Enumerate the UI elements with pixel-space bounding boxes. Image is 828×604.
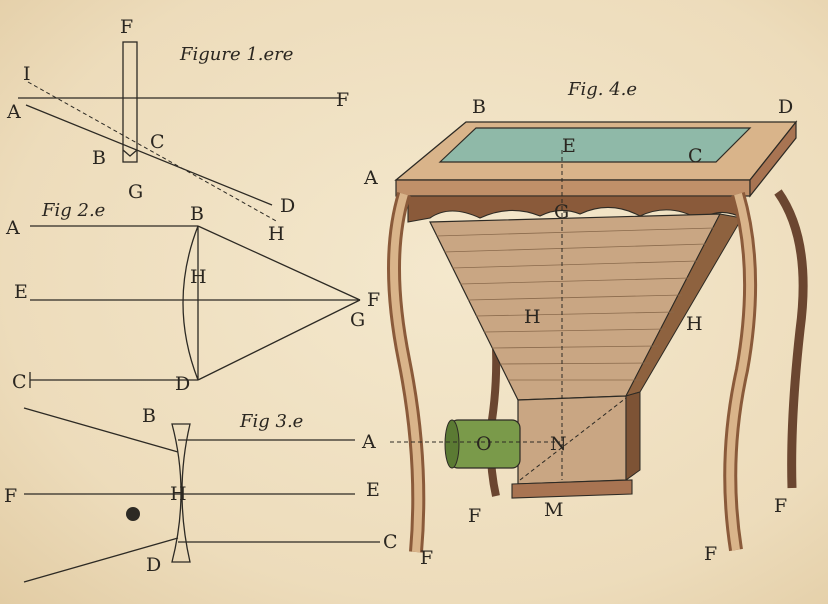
fig1-label-i: I	[23, 63, 31, 85]
fig2-label-c: C	[12, 371, 27, 393]
table-leg-back-right	[774, 189, 808, 489]
fig2-label-h: H	[190, 266, 207, 288]
fig1-ray-ad	[25, 104, 273, 206]
fig2-label-a: A	[5, 217, 20, 239]
fig1-plate	[122, 41, 138, 163]
fig2-ray-df	[197, 299, 361, 381]
fig4-label-m: M	[544, 499, 563, 521]
figure-3: Fig 3.e B A F H E D C	[4, 405, 398, 583]
glass-screen	[438, 127, 752, 163]
fig3-label-h: H	[170, 483, 187, 505]
fig4-label-e: E	[562, 135, 576, 157]
fig3-label-f: F	[4, 485, 17, 507]
fig4-label-b: B	[472, 96, 486, 118]
fig1-label-h: H	[268, 223, 285, 245]
ink-blot	[126, 507, 140, 521]
fig4-label-h-center: H	[524, 306, 541, 328]
fig2-lens	[182, 225, 199, 381]
table-top-side-edge	[749, 120, 797, 198]
fig4-label-g: G	[554, 201, 569, 223]
fig4-label-f-right-outer: F	[774, 495, 787, 517]
fig2-label-f: F	[367, 289, 380, 311]
fig1-ray-ih	[27, 81, 279, 223]
fig1-label-c: C	[150, 131, 165, 153]
fig3-caption: Fig 3.e	[239, 411, 303, 432]
figure-1: Figure 1.ere F I A F B C G H D	[6, 16, 349, 245]
fig2-label-b: B	[190, 203, 204, 225]
fig2-label-g: G	[350, 309, 365, 331]
fig3-label-c: C	[383, 531, 398, 553]
fig1-plate-notch	[122, 149, 138, 157]
fig4-label-o: O	[476, 433, 492, 455]
fig1-label-b: B	[92, 147, 106, 169]
lens-tube-opening	[444, 419, 460, 469]
fig2-label-d: D	[175, 373, 190, 395]
fig1-label-a: A	[6, 101, 21, 123]
fig3-label-b: B	[142, 405, 156, 427]
fig3-lens	[171, 423, 191, 563]
fig4-label-f-left-inner: F	[468, 505, 481, 527]
table-top-front-edge	[395, 179, 751, 197]
fig1-label-g: G	[128, 181, 143, 203]
fig3-ray-in-top	[23, 407, 179, 453]
fig4-label-d: D	[778, 96, 793, 118]
lens-box-side	[625, 391, 641, 481]
figure-2: Fig 2.e A B E H F G C D	[5, 200, 380, 395]
fig4-caption: Fig. 4.e	[567, 79, 637, 100]
fig4-label-h-right: H	[686, 313, 703, 335]
fig4-label-f-left-outer: F	[420, 547, 433, 569]
figure-4: Fig. 4.e	[363, 79, 808, 569]
fig1-caption: Figure 1.ere	[179, 44, 293, 65]
fig3-ray-in-bottom	[23, 537, 179, 583]
fig3-label-e: E	[366, 479, 380, 501]
fig1-label-f-top: F	[120, 16, 133, 38]
lens-box-base	[511, 479, 633, 499]
fig4-axis-diagonal	[519, 397, 627, 481]
fig4-label-a: A	[363, 167, 378, 189]
fig4-label-f-right-inner: F	[704, 543, 717, 565]
fig1-label-f-right: F	[336, 89, 349, 111]
fig3-label-a: A	[361, 431, 376, 453]
fig4-label-c: C	[688, 145, 703, 167]
fig2-caption: Fig 2.e	[41, 200, 105, 221]
fig3-label-d: D	[146, 554, 161, 576]
hood-hatching	[435, 227, 715, 381]
fig4-label-n: N	[550, 433, 567, 455]
fig2-ray-bf	[197, 225, 361, 301]
fig2-label-e: E	[14, 281, 28, 303]
fig1-label-d: D	[280, 195, 295, 217]
